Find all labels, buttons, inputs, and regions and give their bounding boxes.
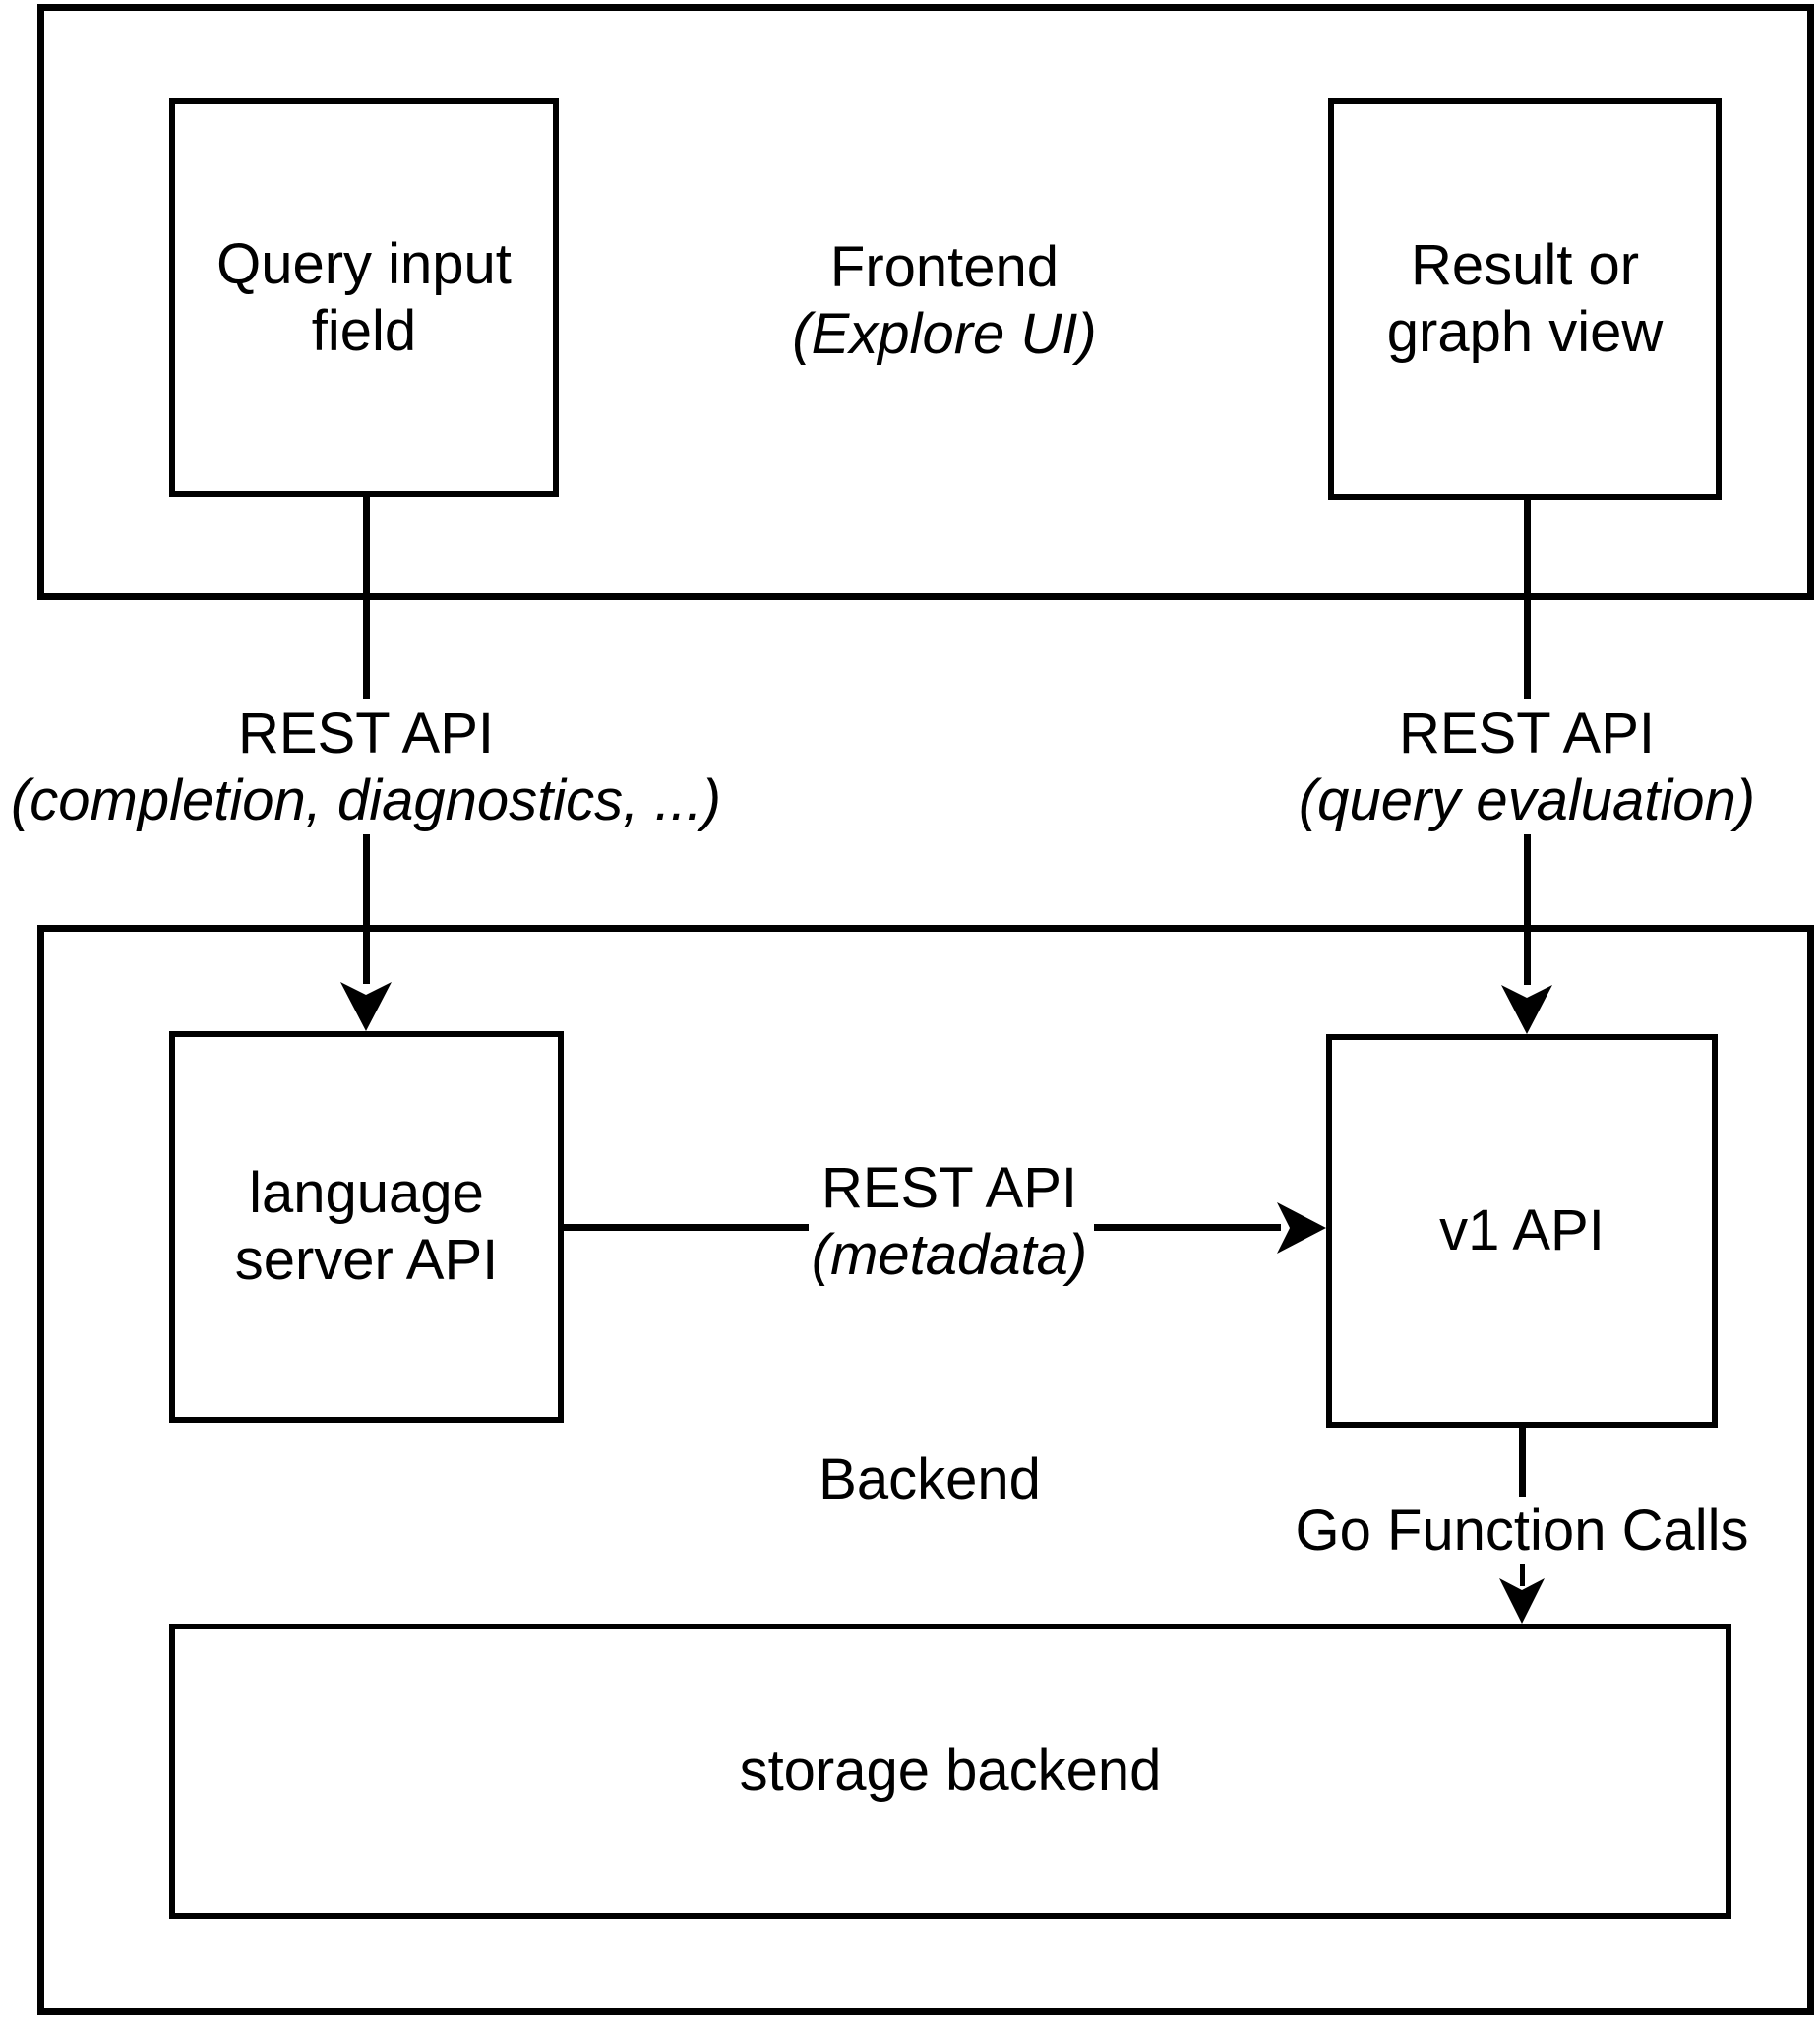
edge-go-calls-text: Go Function Calls — [1295, 1499, 1749, 1562]
query-input-line2: field — [311, 298, 417, 363]
backend-label: Backend — [819, 1446, 1041, 1513]
edge-completion-line-upper — [363, 497, 370, 699]
backend-container — [37, 925, 1814, 2015]
edge-query-eval-title: REST API — [1398, 702, 1656, 766]
v1-api-text: v1 API — [1439, 1198, 1605, 1262]
edge-metadata-title: REST API — [820, 1156, 1078, 1220]
v1-api-box: v1 API — [1326, 1034, 1718, 1428]
frontend-subtitle: (Explore UI) — [792, 302, 1097, 366]
result-graph-line2: graph view — [1386, 300, 1664, 364]
edge-metadata-line-right — [1094, 1224, 1281, 1231]
result-or-graph-view-label: Result or graph view — [1387, 232, 1663, 366]
edge-go-calls-label: Go Function Calls — [1296, 1498, 1749, 1564]
frontend-title: Frontend — [829, 235, 1060, 299]
language-server-api-label: language server API — [235, 1160, 499, 1294]
edge-query-eval-line-upper — [1524, 500, 1531, 699]
edge-completion-subtitle: (completion, diagnostics, ...) — [10, 768, 722, 832]
storage-backend-text: storage backend — [739, 1739, 1162, 1803]
frontend-container — [37, 4, 1814, 600]
edge-query-eval-line-lower — [1524, 834, 1531, 985]
language-server-line1: language — [249, 1161, 484, 1225]
query-input-field-label: Query input field — [216, 231, 512, 365]
language-server-line2: server API — [234, 1228, 499, 1292]
query-input-line1: Query input — [216, 231, 512, 296]
edge-query-eval-label: REST API (query evaluation) — [1299, 701, 1755, 834]
v1-api-label: v1 API — [1439, 1197, 1605, 1264]
edge-metadata-subtitle: (metadata) — [811, 1223, 1088, 1287]
edge-completion-label: REST API (completion, diagnostics, ...) — [11, 701, 721, 834]
edge-metadata-line-left — [564, 1224, 809, 1231]
edge-go-calls-line-lower — [1520, 1564, 1525, 1586]
edge-completion-line-lower — [363, 834, 370, 984]
language-server-api-box: language server API — [169, 1031, 564, 1423]
edge-go-calls-line-upper — [1519, 1428, 1526, 1497]
result-graph-line1: Result or — [1410, 233, 1640, 297]
frontend-label: Frontend (Explore UI) — [792, 234, 1096, 368]
edge-query-eval-subtitle: (query evaluation) — [1298, 768, 1756, 832]
edge-metadata-label: REST API (metadata) — [812, 1155, 1087, 1289]
query-input-field-box: Query input field — [169, 98, 559, 497]
storage-backend-box: storage backend — [169, 1624, 1731, 1919]
backend-title: Backend — [819, 1447, 1041, 1511]
result-or-graph-view-box: Result or graph view — [1328, 98, 1722, 500]
edge-completion-title: REST API — [237, 702, 495, 766]
storage-backend-label: storage backend — [740, 1738, 1162, 1805]
